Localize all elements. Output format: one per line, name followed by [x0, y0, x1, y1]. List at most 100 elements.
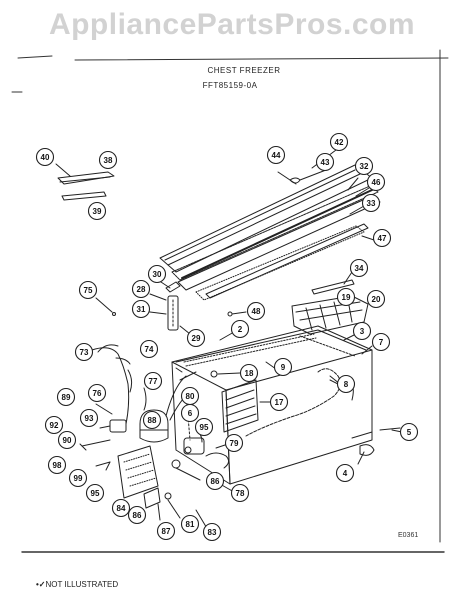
callout-circle — [366, 289, 386, 309]
page-rules — [11, 49, 449, 553]
callout-c90: 90 — [57, 430, 77, 450]
callout-circle — [139, 339, 159, 359]
callout-c38: 38 — [98, 150, 118, 170]
callout-circle — [273, 357, 293, 377]
callout-label: 79 — [230, 439, 239, 448]
callout-label: 77 — [149, 377, 158, 386]
callout-circle — [111, 498, 131, 518]
callout-c46: 46 — [366, 172, 386, 192]
callout-circle — [315, 152, 335, 172]
breaker-strip-parts — [55, 163, 115, 201]
callout-c44: 44 — [266, 145, 286, 165]
callout-circle — [85, 483, 105, 503]
callout-c8: 8 — [336, 374, 356, 394]
callout-circle — [335, 463, 355, 483]
callout-circle — [79, 408, 99, 428]
callout-circle — [230, 319, 250, 339]
callout-circle — [74, 342, 94, 362]
callout-circle — [180, 514, 200, 534]
model-number: FFT85159-0A — [202, 81, 258, 90]
callout-c89: 89 — [56, 387, 76, 407]
callout-label: 87 — [162, 527, 171, 536]
callout-label: 39 — [93, 207, 102, 216]
callout-label: 73 — [80, 348, 89, 357]
callout-circle — [44, 415, 64, 435]
callout-c74: 74 — [139, 339, 159, 359]
callout-label: 3 — [360, 327, 365, 336]
callout-c31: 31 — [131, 299, 151, 319]
callout-label: 95 — [200, 423, 209, 432]
callout-c9: 9 — [273, 357, 293, 377]
callout-c77: 77 — [143, 371, 163, 391]
callout-circle — [143, 371, 163, 391]
callout-circle — [68, 468, 88, 488]
callout-circle — [329, 132, 349, 152]
callout-label: 88 — [148, 416, 157, 425]
callout-label: 86 — [133, 511, 142, 520]
callout-label: 17 — [275, 398, 284, 407]
callout-c34: 34 — [349, 258, 369, 278]
control-panel — [117, 445, 201, 521]
callout-c76: 76 — [87, 383, 107, 403]
callout-circle — [57, 430, 77, 450]
callout-c99: 99 — [68, 468, 88, 488]
callout-c4: 4 — [335, 463, 355, 483]
callout-label: 44 — [272, 151, 281, 160]
callout-c83: 83 — [202, 522, 222, 542]
callout-label: 80 — [186, 392, 195, 401]
callout-circle — [354, 156, 374, 176]
electrical-parts — [79, 344, 147, 471]
hinge-parts — [149, 279, 191, 335]
callout-c88: 88 — [142, 410, 162, 430]
diagram-title: CHEST FREEZER — [207, 66, 281, 75]
lid-assembly — [159, 149, 381, 301]
callout-circle — [372, 228, 392, 248]
callout-circle — [142, 410, 162, 430]
callout-label: 29 — [192, 334, 201, 343]
callout-label: 30 — [153, 270, 162, 279]
callout-label: 7 — [379, 338, 384, 347]
callout-c18: 18 — [239, 363, 259, 383]
callout-c73: 73 — [74, 342, 94, 362]
callout-circle — [269, 392, 289, 412]
callout-circle — [127, 505, 147, 525]
callout-label: 48 — [252, 307, 261, 316]
callout-c7: 7 — [371, 332, 391, 352]
callout-circle — [361, 193, 381, 213]
callout-circle — [205, 471, 225, 491]
callout-circle — [336, 287, 356, 307]
callout-c39: 39 — [87, 201, 107, 221]
callout-label: 20 — [372, 295, 381, 304]
callout-circle — [239, 363, 259, 383]
callout-label: 86 — [211, 477, 220, 486]
callout-c48: 48 — [246, 301, 266, 321]
callout-circle — [194, 417, 214, 437]
callout-c95a: 95 — [194, 417, 214, 437]
callout-circle — [78, 280, 98, 300]
callout-circle — [366, 172, 386, 192]
freezer-cabinet — [171, 325, 373, 485]
callout-circle — [352, 321, 372, 341]
callout-c5: 5 — [399, 422, 419, 442]
callout-c32: 32 — [354, 156, 374, 176]
callout-circle — [47, 455, 67, 475]
callout-circle — [156, 521, 176, 541]
callout-circle — [266, 145, 286, 165]
callout-c3: 3 — [352, 321, 372, 341]
callout-circle — [131, 299, 151, 319]
drain-hose-parts — [351, 427, 401, 465]
watermark-text: AppliancePartsPros.com — [48, 8, 416, 41]
callout-label: 6 — [188, 409, 193, 418]
callout-circle — [35, 147, 55, 167]
callout-label: 47 — [378, 234, 387, 243]
callout-label: 28 — [137, 285, 146, 294]
callout-c29: 29 — [186, 328, 206, 348]
callout-label: 33 — [367, 199, 376, 208]
screw-48 — [227, 311, 247, 317]
callout-label: 93 — [85, 414, 94, 423]
callout-c2: 2 — [230, 319, 250, 339]
callout-circle — [147, 264, 167, 284]
callout-label: 99 — [74, 474, 83, 483]
callout-c40: 40 — [35, 147, 55, 167]
